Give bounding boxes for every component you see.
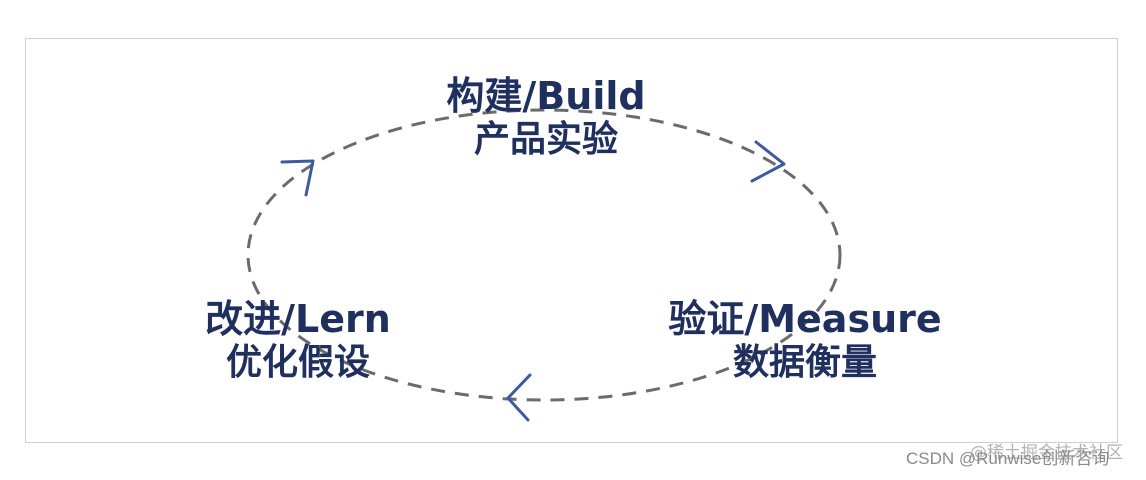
- arrow-right-icon: [750, 140, 786, 183]
- learn-stage-label: 改进/Lern 优化假设: [192, 297, 404, 385]
- build-stage-label: 构建/Build 产品实验: [436, 74, 656, 162]
- build-subtitle: 产品实验: [473, 119, 618, 160]
- diagram-frame: [25, 38, 1118, 443]
- arrow-up-icon: [280, 159, 315, 197]
- watermark: CSDN @Runwise创新咨询: [906, 449, 1110, 468]
- dashed-loop: [246, 108, 842, 402]
- learn-subtitle: 优化假设: [225, 342, 370, 383]
- measure-stage-label: 验证/Measure 数据衡量: [658, 297, 952, 385]
- arrow-left-icon: [506, 373, 532, 422]
- build-title: 构建/Build: [446, 74, 646, 118]
- measure-subtitle: 数据衡量: [732, 342, 877, 383]
- learn-title: 改进/Lern: [205, 297, 391, 341]
- watermark-overlay: @稀土掘金技术社区: [970, 443, 1123, 463]
- measure-title: 验证/Measure: [668, 297, 942, 341]
